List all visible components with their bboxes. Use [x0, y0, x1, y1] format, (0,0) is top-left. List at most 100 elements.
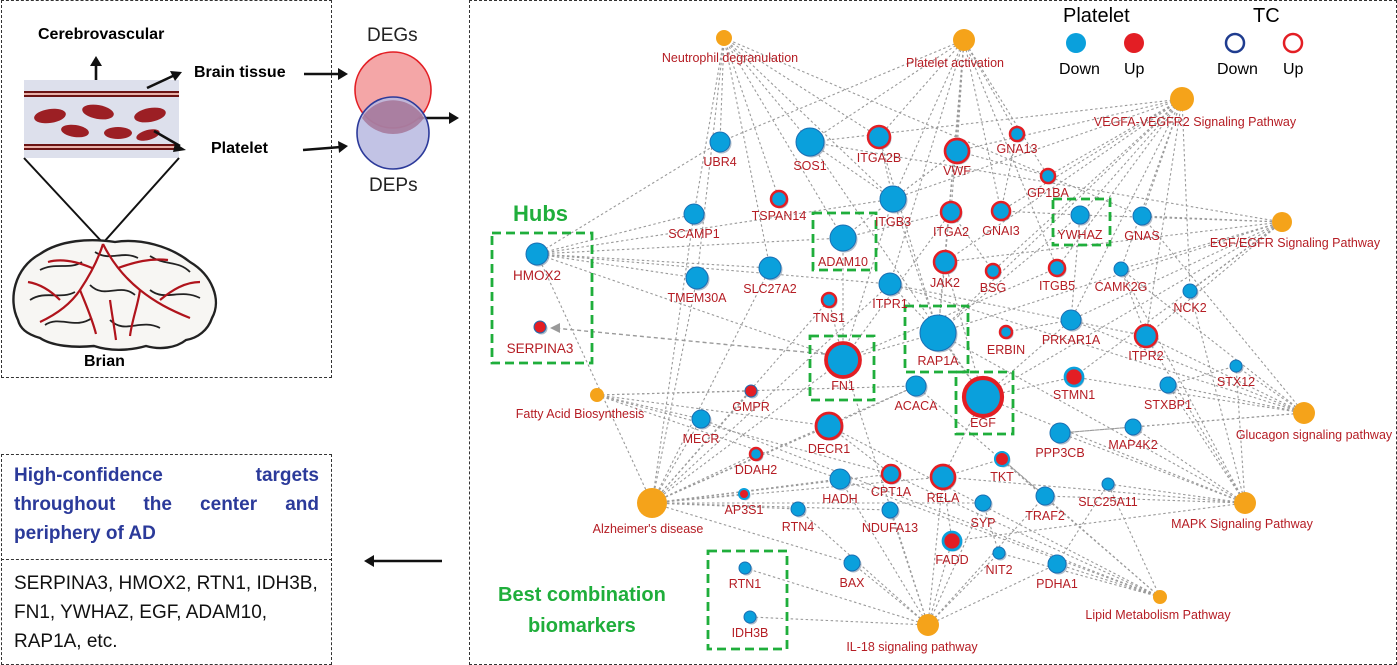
gene-node-nit2 — [992, 546, 1006, 560]
gene-node-ppp3cb — [1049, 422, 1071, 444]
network-edge — [1235, 365, 1305, 414]
network-edge — [536, 141, 721, 255]
gene-node-gp1ba — [1039, 167, 1057, 185]
gene-label-itpr2: ITPR2 — [1128, 349, 1163, 363]
network-edge — [723, 37, 771, 269]
network-edge — [651, 277, 698, 504]
platelet-label: Platelet — [211, 140, 268, 157]
network-edge — [651, 476, 944, 504]
legend-tc-title: TC — [1253, 5, 1280, 27]
gene-label-itpr1: ITPR1 — [872, 297, 907, 311]
network-edge — [797, 508, 929, 626]
gene-label-cpt1a: CPT1A — [871, 485, 912, 499]
left-panel — [1, 0, 332, 378]
network-edge — [1056, 563, 1161, 598]
gene-label-erbin: ERBIN — [987, 343, 1025, 357]
gene-node-slc27a2 — [758, 256, 782, 280]
gene-label-tkt: TKT — [990, 470, 1014, 484]
gene-label-ywhaz: YWHAZ — [1057, 228, 1103, 242]
gene-label-ppp3cb: PPP3CB — [1035, 446, 1084, 460]
adam10-box — [811, 211, 878, 272]
network-edge — [651, 418, 702, 504]
gene-label-acaca: ACACA — [894, 399, 938, 413]
fn1-box — [808, 334, 876, 402]
network-edge — [536, 213, 695, 255]
gene-node-erbin — [998, 324, 1014, 340]
network-edge — [723, 37, 894, 200]
network-edge — [1047, 98, 1183, 177]
pathway-label-platelet-activation: Platelet activation — [906, 56, 1004, 70]
network-edge — [1070, 98, 1183, 321]
network-edge — [842, 267, 1058, 361]
gene-node-itga2b — [866, 124, 892, 150]
gene-node-bsg — [984, 262, 1002, 280]
pathway-node-alzheimer-s-disease — [637, 488, 667, 518]
gene-label-itgb5: ITGB5 — [1039, 279, 1075, 293]
red-blood-cell — [104, 127, 132, 139]
gene-label-rap1a: RAP1A — [918, 354, 960, 368]
gene-label-jak2: JAK2 — [930, 276, 960, 290]
gene-label-gmpr: GMPR — [732, 400, 770, 414]
gene-node-stmn1 — [1063, 366, 1085, 388]
network-edge — [536, 198, 894, 255]
pathway-label-lipid-metabolism-pathway: Lipid Metabolism Pathway — [1085, 608, 1231, 622]
network-edge — [998, 552, 1161, 598]
gene-node-fadd — [941, 530, 963, 552]
network-edge — [878, 39, 965, 138]
gene-label-prkar1a: PRKAR1A — [1042, 333, 1101, 347]
network-edge — [1120, 268, 1246, 504]
network-edge — [1079, 214, 1283, 223]
network-edge — [651, 385, 917, 504]
pathway-node-neutrophil-degranulation — [716, 30, 732, 46]
network-edge — [536, 253, 844, 361]
gene-node-ubr4 — [709, 131, 731, 153]
network-edge — [937, 214, 1081, 334]
legend-tc-up-marker — [1282, 32, 1304, 54]
network-edge — [536, 253, 771, 269]
gene-node-bax — [843, 554, 861, 572]
network-edge — [596, 394, 892, 475]
network-edge — [651, 502, 799, 510]
gene-label-slc27a2: SLC27A2 — [743, 282, 797, 296]
gene-node-hmox2 — [525, 242, 549, 266]
gene-label-gna13: GNA13 — [997, 142, 1038, 156]
venn-deps-label: DEPs — [369, 175, 418, 196]
pathway-label-fatty-acid-biosynthesis: Fatty Acid Biosynthesis — [516, 407, 645, 421]
red-blood-cell — [61, 124, 89, 138]
network-edge — [651, 283, 891, 504]
network-edge — [1107, 483, 1246, 504]
gene-node-tspan14 — [769, 189, 789, 209]
gene-label-stmn1: STMN1 — [1053, 388, 1095, 402]
network-edge — [889, 283, 1305, 414]
gene-node-syp — [974, 494, 992, 512]
pathway-label-glucagon-signaling-pathway: Glucagon signaling pathway — [1236, 428, 1393, 442]
yw-box — [1051, 197, 1112, 247]
gene-node-adam10 — [829, 224, 857, 252]
network-edge — [1167, 384, 1246, 504]
network-edge — [744, 567, 929, 626]
network-edge — [1059, 412, 1305, 434]
network-edge — [1120, 268, 1147, 337]
gene-label-rela: RELA — [927, 491, 960, 505]
network-edge — [596, 394, 830, 427]
legend-tc-down: Down — [1217, 61, 1258, 78]
gene-node-rela — [929, 463, 957, 491]
red-blood-cell — [34, 108, 66, 124]
gene-node-scamp1 — [683, 203, 705, 225]
network-edge — [927, 502, 984, 626]
network-edge — [719, 39, 965, 143]
gene-label-mecr: MECR — [683, 432, 720, 446]
gene-node-itpr2 — [1133, 323, 1159, 349]
gene-label-ddah2: DDAH2 — [735, 463, 777, 477]
bottom-box-divider — [1, 559, 332, 560]
gene-node-itgb5 — [1047, 258, 1067, 278]
network-edge — [1181, 98, 1191, 292]
network-edge — [1145, 335, 1246, 504]
network-edge — [842, 211, 952, 239]
network-edge — [1000, 133, 1018, 212]
network-edge — [809, 141, 984, 398]
pathway-label-neutrophil-degranulation: Neutrophil degranulation — [662, 51, 798, 65]
gene-label-tns1: TNS1 — [813, 311, 845, 325]
